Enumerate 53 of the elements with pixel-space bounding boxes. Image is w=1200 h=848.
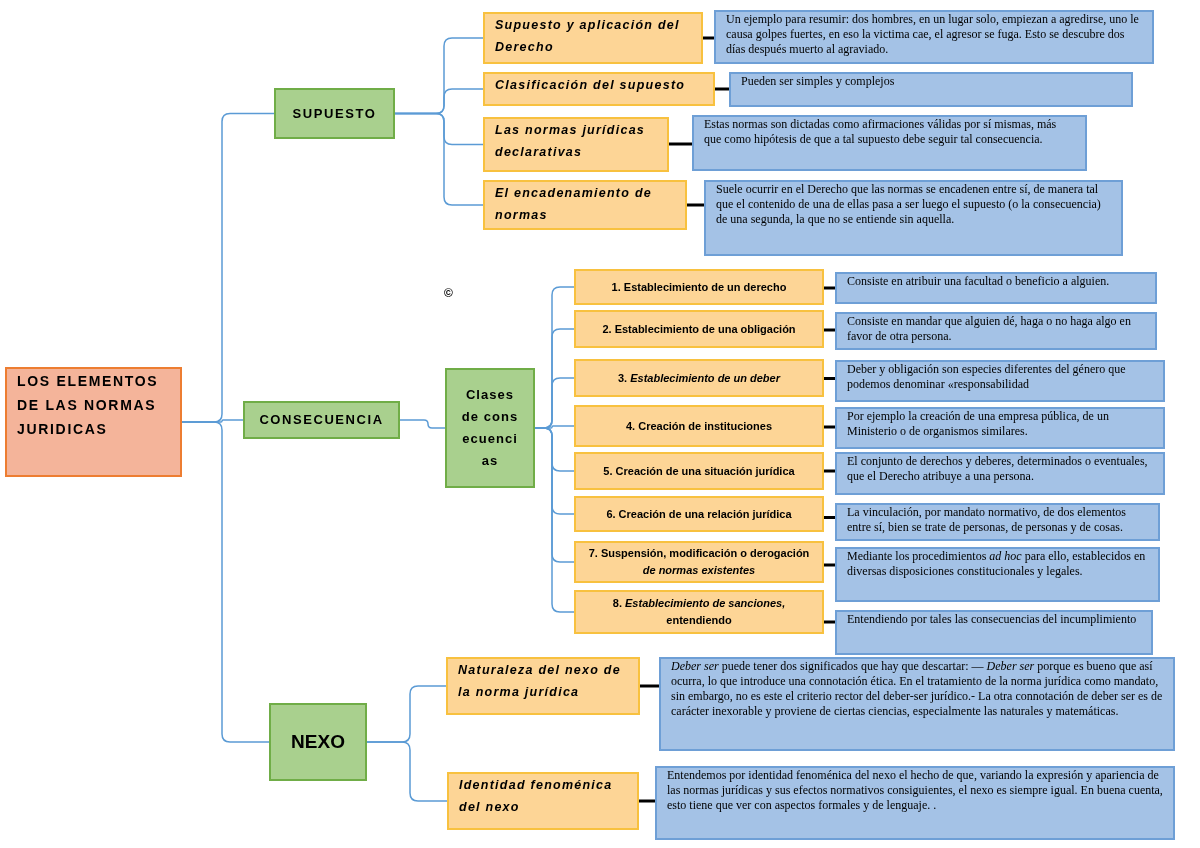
subtopic-box: Clasificación del supuesto	[483, 72, 715, 106]
connector-line	[703, 36, 714, 40]
description-box: Deber y obligación son especies diferentes del género que podemos denominar «responsabilidad	[835, 360, 1165, 402]
connector-line	[715, 87, 729, 91]
description-box: Entendiendo por tales las consecuencias del incumplimiento	[835, 610, 1153, 655]
connector-line	[687, 203, 704, 207]
connector-line	[669, 142, 692, 146]
description-box: Consiste en atribuir una facultad o beneficio a alguien.	[835, 272, 1157, 304]
description-box: Deber ser puede tener dos significados que hay que descartar: — Deber ser porque es bueno que así ocurra, lo que introduce una connotación ética. En el tratamiento de la norma jurídica como mandato, sin embargo, no es este el criterio rector del deber-ser jurídico.- La otra connotación de deber ser es de carácter inexorable y proviene de ciertas ciencias, especialmente las naturales y matemáticas.	[659, 657, 1175, 751]
subtopic-box: 6. Creación de una relación jurídica	[574, 496, 824, 532]
brace-connector	[181, 421, 270, 743]
connector-line	[824, 620, 835, 624]
description-box: Por ejemplo la creación de una empresa pública, de un Ministerio o de organismos similares.	[835, 407, 1165, 449]
subtopic-box: Naturaleza del nexo de la norma jurídica	[446, 657, 640, 715]
description-box: La vinculación, por mandato normativo, de dos elementos entre sí, bien se trate de personas, de personas y de cosas.	[835, 503, 1160, 541]
brace-connector	[366, 741, 448, 802]
description-box: Consiste en mandar que alguien dé, haga o no haga algo en favor de otra persona.	[835, 312, 1157, 350]
category-box: NEXO	[269, 703, 367, 781]
subtopic-box: Identidad fenoménica del nexo	[447, 772, 639, 830]
subtopic-box: Supuesto y aplicación del Derecho	[483, 12, 703, 64]
brace-connector	[399, 419, 446, 429]
connector-line	[824, 516, 835, 519]
connector-line	[640, 684, 659, 688]
connector-line	[824, 377, 835, 380]
subtopic-box: El encadenamiento de normas	[483, 180, 687, 230]
description-box: El conjunto de derechos y deberes, determinados o eventuales, que el Derecho atribuye a una persona.	[835, 452, 1165, 495]
connector-line	[639, 799, 655, 803]
subtopic-box: 1. Establecimiento de un derecho	[574, 269, 824, 305]
connector-line	[824, 328, 835, 332]
description-box: Un ejemplo para resumir: dos hombres, en un lugar solo, empiezan a agredirse, uno le causa golpes fuertes, en eso la victima cae, el agresor se fuga. Esto se descubre dos días después muerto al agraviado.	[714, 10, 1154, 64]
brace-connector	[394, 112, 484, 206]
topic-box: LOS ELEMENTOS DE LAS NORMAS JURIDICAS	[5, 367, 182, 477]
subtopic-box: Las normas jurídicas declarativas	[483, 117, 669, 172]
subtopic-box: 5. Creación de una situación jurídica	[574, 452, 824, 490]
subtopic-box: 8. Establecimiento de sanciones, entendiendo	[574, 590, 824, 634]
description-box: Pueden ser simples y complejos	[729, 72, 1133, 107]
description-box: Estas normas son dictadas como afirmaciones válidas por sí mismas, más que como hipótesis de que a tal supuesto debe seguir tal consecuencia.	[692, 115, 1087, 171]
connector-line	[824, 469, 835, 473]
description-box: Entendemos por identidad fenoménica del nexo el hecho de que, variando la expresión y apariencia de las normas jurídicas y sus efectos normativos consiguientes, el nexo es siempre igual. En buena cuenta, esto tiene que ver con aspectos formales y de lenguaje. .	[655, 766, 1175, 840]
connector-line	[824, 563, 835, 567]
description-box: Suele ocurrir en el Derecho que las normas se encadenen entre sí, de manera tal que el contenido de una de ellas pasa a ser luego el supuesto (o la consecuencia) de una segunda, la que no se entiende sin aquella.	[704, 180, 1123, 256]
subtopic-box: 3. Establecimiento de un deber	[574, 359, 824, 397]
category-box: CONSECUENCIA	[243, 401, 400, 439]
copyright-mark: ©	[444, 285, 453, 302]
description-box: Mediante los procedimientos ad hoc para ello, establecidos en diversas disposiciones constitucionales y legales.	[835, 547, 1160, 602]
brace-connector	[534, 427, 575, 613]
category-box: SUPUESTO	[274, 88, 395, 139]
subtopic-box: 2. Establecimiento de una obligación	[574, 310, 824, 348]
category-box: Clases de consecuencias	[445, 368, 535, 488]
subtopic-box: 4. Creación de instituciones	[574, 405, 824, 447]
subtopic-box: 7. Suspensión, modificación o derogación de normas existentes	[574, 541, 824, 583]
connector-line	[824, 425, 835, 429]
connector-line	[824, 286, 835, 290]
